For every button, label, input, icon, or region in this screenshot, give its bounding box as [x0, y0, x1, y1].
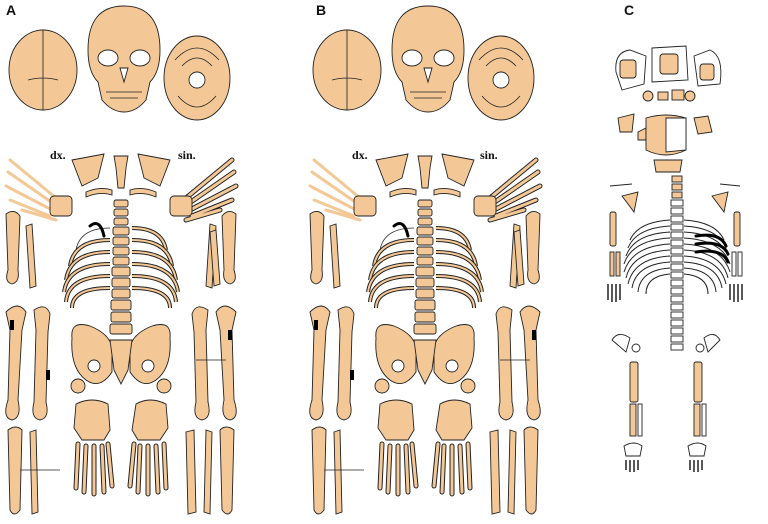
panel-a-skeleton — [6, 6, 237, 514]
panel-a-left-side-label: sin. — [178, 148, 196, 162]
panel-a-letter: A — [6, 2, 17, 18]
panel-b-skeleton — [310, 6, 541, 514]
panel-b-left-side-label: sin. — [480, 148, 498, 162]
panel-a-right-side-label: dx. — [50, 148, 66, 162]
panel-b-right-side-label: dx. — [352, 148, 368, 162]
panel-c-skeleton — [606, 44, 744, 474]
panel-c-letter: C — [624, 2, 635, 18]
panel-b-letter: B — [316, 2, 327, 18]
